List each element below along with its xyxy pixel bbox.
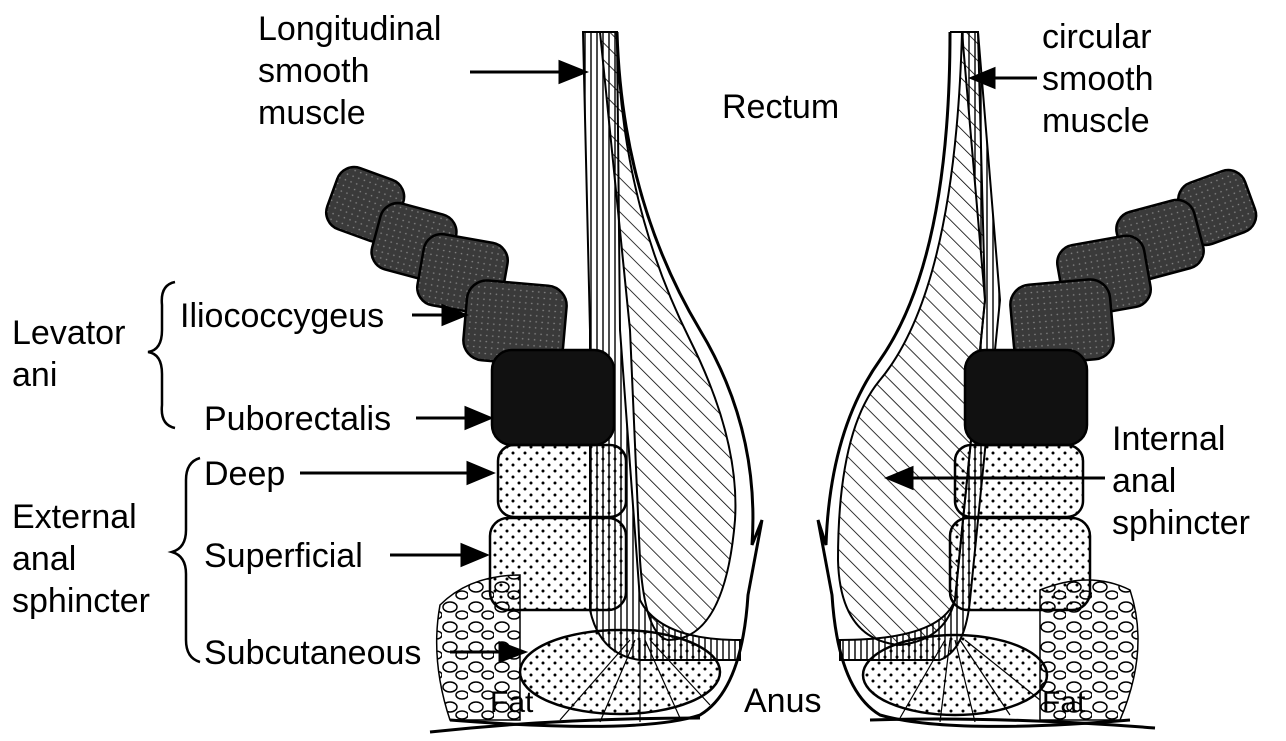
superficial-sphincter-right [950, 518, 1090, 610]
levator-label-line1: Levator [12, 314, 125, 352]
longitudinal-label-line3: muscle [258, 94, 366, 132]
braces [148, 282, 200, 662]
subcutaneous-label: Subcutaneous [204, 634, 421, 672]
puborectalis-left [492, 350, 614, 445]
circular-label-line1: circular [1042, 18, 1152, 56]
left-wall [321, 32, 762, 726]
external-sphincter-brace [172, 458, 200, 662]
internal-label-line2: anal [1112, 462, 1176, 500]
puborectalis-label: Puborectalis [204, 400, 391, 438]
external-label-line2: anal [12, 540, 76, 578]
fat-label-left: Fat [490, 686, 534, 719]
deep-label: Deep [204, 455, 285, 493]
circular-label-line2: smooth [1042, 60, 1154, 98]
subcutaneous-sphincter-left [520, 630, 720, 714]
superficial-label: Superficial [204, 537, 363, 575]
subcutaneous-sphincter-right [863, 635, 1047, 715]
external-label-line3: sphincter [12, 582, 150, 620]
puborectalis-right [965, 350, 1087, 445]
levator-label-line2: ani [12, 356, 57, 394]
internal-label-line3: sphincter [1112, 504, 1250, 542]
longitudinal-label-line1: Longitudinal [258, 10, 441, 48]
iliococcygeus-right [1009, 165, 1261, 366]
fat-label-right: Fat [1042, 686, 1086, 719]
superficial-sphincter-left [490, 518, 626, 610]
right-wall [818, 32, 1261, 726]
iliococcygeus-left [321, 162, 568, 367]
rectum-label: Rectum [722, 88, 839, 126]
iliococcygeus-label: Iliococcygeus [180, 297, 384, 335]
circular-label-line3: muscle [1042, 102, 1150, 140]
deep-sphincter-right [955, 445, 1083, 517]
deep-sphincter-left [498, 445, 626, 517]
anus-label: Anus [744, 682, 822, 720]
levator-brace [148, 282, 175, 428]
internal-label-line1: Internal [1112, 420, 1225, 458]
external-label-line1: External [12, 498, 137, 536]
longitudinal-label-line2: smooth [258, 52, 370, 90]
